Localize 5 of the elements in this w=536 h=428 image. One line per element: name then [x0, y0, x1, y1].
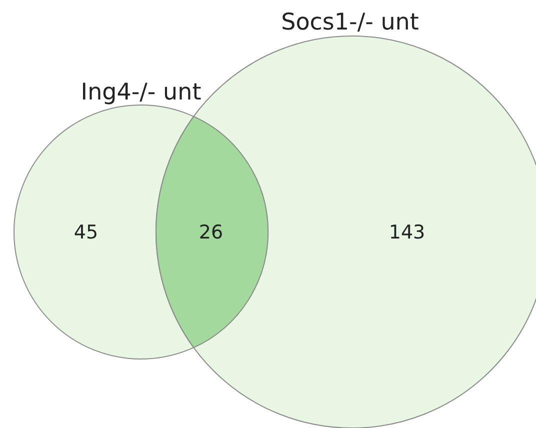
set-label: Ing4-/- unt: [80, 80, 202, 106]
count-label: 45: [74, 222, 98, 244]
count-label: 26: [198, 222, 224, 244]
set-label: Socs1-/- unt: [281, 10, 419, 36]
count-label: 143: [388, 222, 426, 244]
